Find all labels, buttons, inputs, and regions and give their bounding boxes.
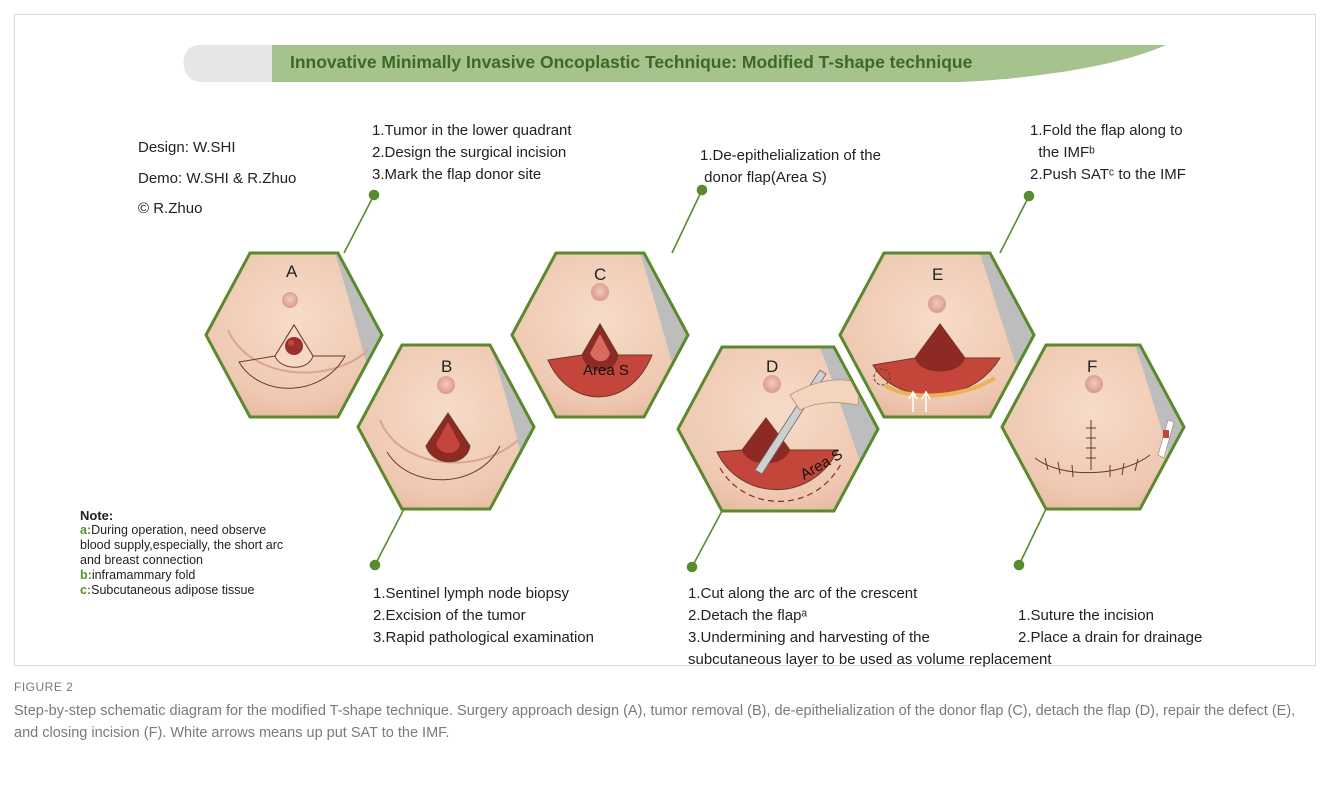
panel-d-steps: 1.Cut along the arc of the crescent 2.De… — [688, 583, 1052, 671]
panel-a-step: 1.Tumor in the lower quadrant — [372, 120, 572, 142]
credit-copyright: © R.Zhuo — [138, 200, 202, 217]
panel-d-step: 3.Undermining and harvesting of the — [688, 627, 1052, 649]
panel-f-steps: 1.Suture the incision 2.Place a drain fo… — [1018, 605, 1202, 649]
panel-b-steps: 1.Sentinel lymph node biopsy 2.Excision … — [373, 583, 594, 649]
panel-d-letter: D — [766, 357, 778, 377]
panel-d-step: subcutaneous layer to be used as volume … — [688, 649, 1052, 671]
panel-c-letter: C — [594, 265, 606, 285]
panel-e-step: 1.Fold the flap along to — [1030, 120, 1186, 142]
panel-c-step: 1.De-epithelialization of the — [700, 145, 881, 167]
panel-e-step: 2.Push SATᶜ to the IMF — [1030, 164, 1186, 186]
panel-e-step: the IMFᵇ — [1030, 142, 1186, 164]
panel-c-step: donor flap(Area S) — [700, 167, 881, 189]
panel-a-step: 2.Design the surgical incision — [372, 142, 572, 164]
figure-caption: FIGURE 2 Step-by-step schematic diagram … — [14, 680, 1314, 744]
note-key-c: c: — [80, 583, 91, 597]
panel-a-step: 3.Mark the flap donor site — [372, 164, 572, 186]
panel-e-steps: 1.Fold the flap along to the IMFᵇ 2.Push… — [1030, 120, 1186, 186]
note-key-a: a: — [80, 523, 91, 537]
panel-d-step: 1.Cut along the arc of the crescent — [688, 583, 1052, 605]
area-s-label-c: Area S — [583, 362, 629, 379]
note-title: Note: — [80, 508, 283, 523]
panel-b-letter: B — [441, 357, 452, 377]
panel-a-letter: A — [286, 262, 297, 282]
credit-demo: Demo: W.SHI & R.Zhuo — [138, 170, 296, 187]
note-line: inframammary fold — [92, 568, 196, 582]
note-block: Note: a:During operation, need observe b… — [80, 508, 283, 598]
credit-design: Design: W.SHI — [138, 139, 236, 156]
panel-b-step: 2.Excision of the tumor — [373, 605, 594, 627]
panel-f-letter: F — [1087, 357, 1097, 377]
panel-f-step: 2.Place a drain for drainage — [1018, 627, 1202, 649]
figure-label: FIGURE 2 — [14, 680, 1314, 694]
panel-e-letter: E — [932, 265, 943, 285]
panel-b-step: 1.Sentinel lymph node biopsy — [373, 583, 594, 605]
note-key-b: b: — [80, 568, 92, 582]
note-line: blood supply,especially, the short arc — [80, 538, 283, 553]
note-line: and breast connection — [80, 553, 283, 568]
panel-c-steps: 1.De-epithelialization of the donor flap… — [700, 145, 881, 189]
panel-f-step: 1.Suture the incision — [1018, 605, 1202, 627]
panel-a-steps: 1.Tumor in the lower quadrant 2.Design t… — [372, 120, 572, 186]
banner-title: Innovative Minimally Invasive Oncoplasti… — [290, 52, 972, 73]
note-line: During operation, need observe — [91, 523, 266, 537]
figure-caption-text: Step-by-step schematic diagram for the m… — [14, 700, 1314, 744]
panel-d-step: 2.Detach the flapᵃ — [688, 605, 1052, 627]
note-line: Subcutaneous adipose tissue — [91, 583, 254, 597]
panel-b-step: 3.Rapid pathological examination — [373, 627, 594, 649]
